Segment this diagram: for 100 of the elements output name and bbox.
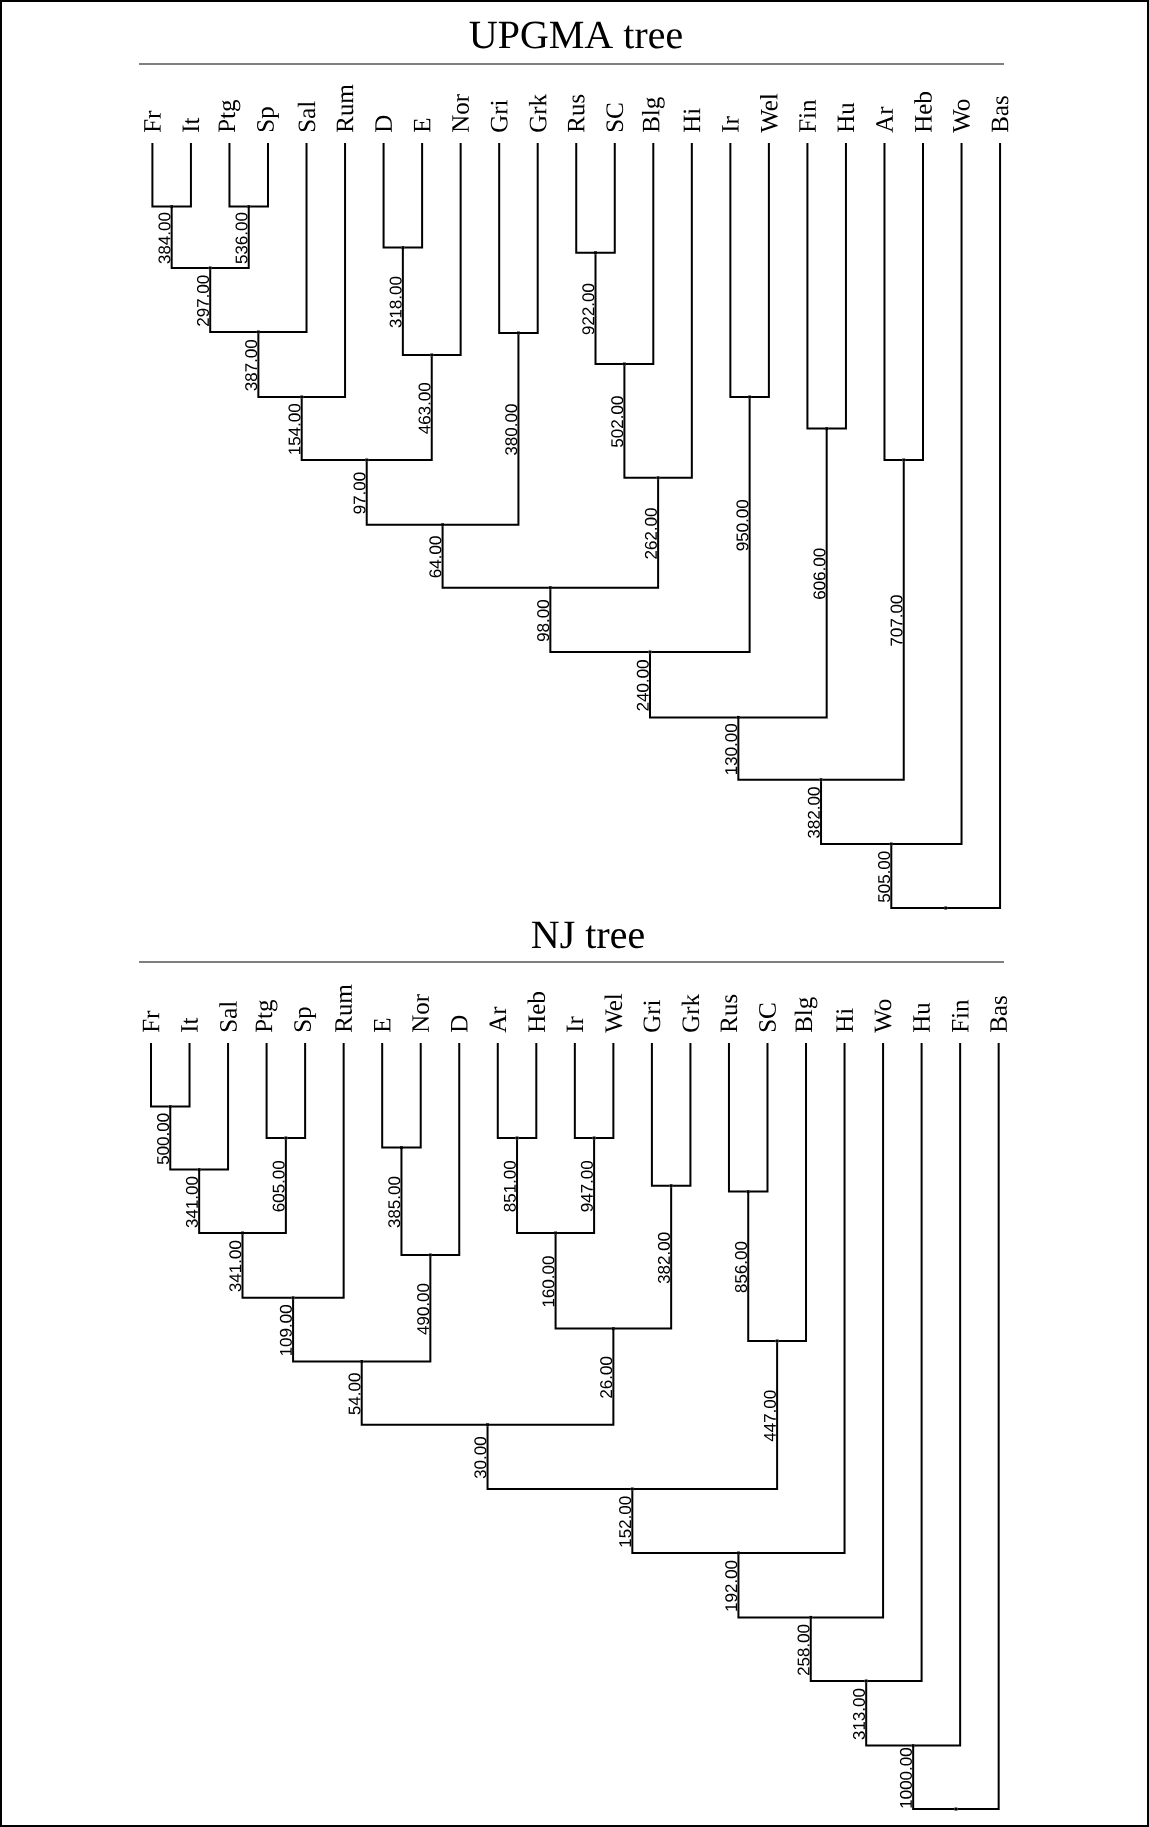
branch-point — [748, 395, 752, 399]
edge-label: 160.00 — [542, 1256, 555, 1307]
branch-line — [594, 1042, 615, 1139]
branch-line — [258, 142, 308, 333]
edge-label: 606.00 — [813, 548, 826, 599]
edge-label: 98.00 — [537, 600, 550, 642]
branch-line — [806, 142, 827, 430]
branch-line — [517, 1042, 538, 1139]
edge-label: 950.00 — [736, 499, 749, 551]
edge-label: 258.00 — [797, 1624, 810, 1676]
branch-line — [809, 1617, 866, 1682]
edge-label: 387.00 — [245, 339, 258, 391]
branch-line — [748, 1042, 769, 1193]
edge-label: 240.00 — [636, 660, 649, 711]
leaf-label: Rus — [720, 994, 738, 1033]
leaf-label: It — [181, 1017, 198, 1032]
branch-line — [913, 1042, 962, 1747]
branch-line — [738, 429, 828, 719]
edge-label: 54.00 — [348, 1373, 361, 1415]
leaf-label: Wel — [760, 93, 778, 133]
branch-line — [170, 207, 210, 269]
branch-point — [736, 1551, 740, 1555]
branch-point — [548, 586, 552, 590]
edge-label: 380.00 — [505, 404, 518, 455]
branch-point — [428, 1253, 432, 1257]
branch-line — [293, 1042, 345, 1299]
branch-line — [575, 142, 595, 254]
branch-line — [403, 142, 424, 249]
branch-line — [199, 1042, 230, 1171]
branch-point — [630, 1487, 634, 1491]
leaf-label: Rum — [335, 984, 352, 1033]
branch-line — [777, 1042, 807, 1342]
branch-line — [486, 1425, 632, 1490]
edge-label: 192.00 — [725, 1560, 738, 1611]
branch-line — [401, 1042, 422, 1149]
branch-line — [556, 1138, 596, 1234]
branch-line — [811, 1042, 885, 1619]
leaf-label: Hi — [683, 108, 701, 133]
branch-line — [671, 1042, 692, 1187]
branch-line — [365, 460, 443, 526]
edge-label: 490.00 — [417, 1283, 430, 1335]
leaf-label: SC — [759, 1003, 776, 1032]
branch-point — [809, 1615, 813, 1619]
edge-label: 313.00 — [852, 1688, 865, 1740]
branch-line — [573, 1042, 594, 1139]
branch-line — [243, 1138, 287, 1234]
branch-point — [486, 1423, 490, 1427]
leaf-label: Hu — [913, 1002, 930, 1033]
branch-line — [209, 268, 258, 333]
branch-point — [401, 246, 405, 250]
branch-point — [170, 205, 174, 209]
branch-line — [170, 1042, 191, 1108]
edge-label: 922.00 — [582, 283, 595, 335]
edge-label: 505.00 — [878, 851, 891, 903]
branch-point — [911, 1744, 915, 1748]
branch-point — [515, 1136, 519, 1140]
branch-line — [265, 1042, 286, 1139]
branch-point — [902, 458, 906, 462]
branch-line — [866, 1042, 923, 1682]
branch-point — [864, 1679, 868, 1683]
branch-point — [889, 842, 893, 846]
branch-point — [241, 1231, 244, 1235]
edge-label: 109.00 — [279, 1305, 292, 1356]
branch-line — [151, 142, 172, 208]
edge-label: 384.00 — [158, 212, 171, 264]
edge-label: 154.00 — [288, 403, 301, 454]
branch-line — [613, 1186, 673, 1330]
leaf-label: Ptg — [255, 999, 278, 1033]
edge-label: 26.00 — [600, 1356, 613, 1398]
branch-line — [400, 1148, 430, 1256]
branch-point — [197, 1168, 201, 1172]
edge-label: 30.00 — [474, 1437, 487, 1479]
leaf-label: Ptg — [218, 99, 241, 133]
edge-label: 856.00 — [735, 1241, 748, 1293]
edge-label: 502.00 — [611, 396, 624, 447]
branch-line — [729, 142, 750, 398]
branch-point — [648, 650, 652, 654]
edge-label: 262.00 — [644, 508, 657, 559]
branch-point — [430, 353, 434, 357]
branch-line — [169, 1107, 199, 1171]
leaf-label: Grk — [681, 993, 700, 1032]
branch-line — [649, 652, 738, 719]
leaf-label: Heb — [914, 92, 932, 133]
branch-point — [247, 205, 251, 209]
branch-line — [488, 1329, 615, 1426]
leaf-label: Hu — [837, 102, 855, 133]
leaf-label: Sal — [297, 101, 316, 132]
branch-line — [594, 253, 624, 365]
branch-line — [596, 142, 616, 254]
leaf-label: E — [374, 1018, 391, 1033]
branch-line — [883, 142, 904, 461]
branch-point — [825, 427, 829, 431]
branch-point — [944, 906, 948, 910]
leaf-label: Bas — [991, 96, 1009, 133]
leaf-label: Ir — [722, 116, 739, 132]
branch-line — [518, 142, 539, 334]
branch-line — [257, 332, 302, 398]
leaf-label: Grk — [528, 93, 547, 132]
branch-point — [284, 1136, 288, 1140]
branch-line — [550, 478, 660, 589]
